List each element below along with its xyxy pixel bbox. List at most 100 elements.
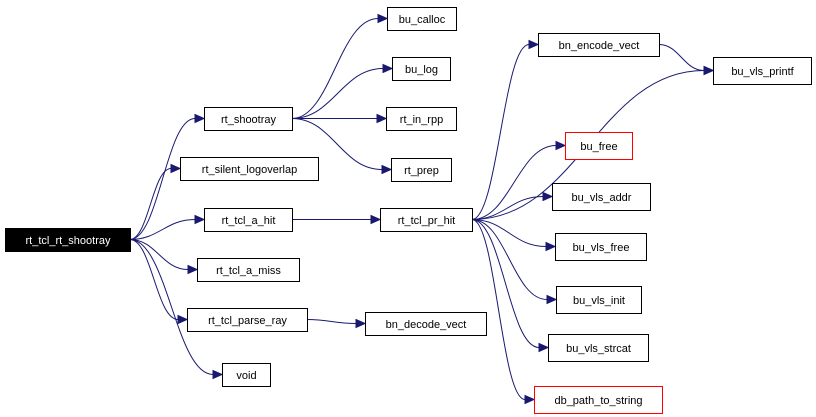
node-label: rt_in_rpp bbox=[400, 114, 443, 126]
node-box bbox=[552, 183, 651, 211]
node-box bbox=[204, 107, 293, 131]
edge-root-to-rt_silent_logoverlap bbox=[129, 163, 182, 240]
node-label: rt_prep bbox=[404, 165, 439, 177]
edge-root-to-rt_shootray bbox=[129, 113, 206, 240]
arrowhead-icon bbox=[555, 140, 567, 151]
node-box bbox=[380, 208, 473, 232]
edge-rt_shootray-to-bu_calloc bbox=[291, 13, 389, 119]
node-label: bn_decode_vect bbox=[386, 319, 467, 331]
edge-rt_tcl_pr_hit-to-bu_free bbox=[471, 140, 567, 220]
node-box bbox=[548, 334, 649, 362]
node-label: bu_free bbox=[580, 141, 617, 153]
edge-bn_encode_vect-to-bu_vls_printf bbox=[658, 44, 715, 76]
edge-rt_shootray-to-rt_prep bbox=[291, 118, 393, 175]
node-rt-tcl-pr-hit[interactable]: rt_tcl_pr_hit bbox=[380, 208, 473, 232]
node-box bbox=[5, 228, 131, 252]
node-db-path-to-string[interactable]: db_path_to_string bbox=[534, 386, 663, 414]
arrowhead-icon bbox=[355, 318, 367, 329]
node-label: bu_vls_init bbox=[573, 295, 625, 307]
node-label: bu_vls_printf bbox=[731, 66, 794, 78]
node-box bbox=[556, 286, 642, 314]
node-rt-silent-logoverlap[interactable]: rt_silent_logoverlap bbox=[180, 157, 319, 181]
node-label: rt_tcl_rt_shootray bbox=[26, 235, 111, 247]
arrowhead-icon bbox=[194, 214, 206, 225]
node-rt-in-rpp[interactable]: rt_in_rpp bbox=[386, 107, 457, 131]
node-box bbox=[565, 132, 633, 160]
node-label: rt_silent_logoverlap bbox=[202, 164, 297, 176]
node-rt-shootray[interactable]: rt_shootray bbox=[204, 107, 293, 131]
edge-rt_shootray-to-bu_log bbox=[291, 63, 394, 119]
node-box bbox=[534, 386, 663, 414]
node-bu-free[interactable]: bu_free bbox=[565, 132, 633, 160]
node-box bbox=[713, 57, 812, 85]
node-bu-vls-addr[interactable]: bu_vls_addr bbox=[552, 183, 651, 211]
node-box bbox=[180, 157, 319, 181]
node-void[interactable]: void bbox=[222, 363, 271, 387]
edge-rt_tcl_pr_hit-to-bn_encode_vect bbox=[471, 39, 540, 220]
edge-root-to-rt_tcl_parse_ray bbox=[129, 239, 189, 325]
edge-root-to-rt_tcl_a_hit bbox=[129, 214, 206, 240]
node-box bbox=[538, 33, 660, 57]
arrowhead-icon bbox=[170, 163, 182, 174]
node-bu-calloc[interactable]: bu_calloc bbox=[387, 7, 457, 31]
edge-rt_tcl_pr_hit-to-bu_vls_strcat bbox=[471, 219, 550, 353]
edge-rt_tcl_a_hit-to-rt_tcl_pr_hit bbox=[292, 214, 382, 225]
node-bu-vls-printf[interactable]: bu_vls_printf bbox=[713, 57, 812, 85]
node-bu-vls-free[interactable]: bu_vls_free bbox=[555, 233, 647, 261]
edge-rt_shootray-to-rt_in_rpp bbox=[292, 113, 388, 124]
node-box bbox=[392, 57, 451, 81]
node-bu-log[interactable]: bu_log bbox=[392, 57, 451, 81]
node-box bbox=[204, 208, 293, 232]
arrowhead-icon bbox=[545, 241, 557, 252]
node-label: bu_vls_strcat bbox=[566, 343, 631, 355]
node-box bbox=[387, 7, 457, 31]
arrowhead-icon bbox=[377, 13, 389, 24]
node-bu-vls-strcat[interactable]: bu_vls_strcat bbox=[548, 334, 649, 362]
edge-root-to-void bbox=[129, 239, 224, 380]
node-box bbox=[222, 363, 271, 387]
edge-rt_tcl_parse_ray-to-bn_decode_vect bbox=[306, 318, 367, 329]
edge-rt_tcl_pr_hit-to-bu_vls_init bbox=[471, 219, 558, 305]
edge-rt_tcl_pr_hit-to-bu_vls_free bbox=[471, 219, 557, 252]
node-label: rt_tcl_a_miss bbox=[216, 265, 281, 277]
edge-rt_tcl_pr_hit-to-db_path_to_string bbox=[471, 219, 536, 405]
arrowhead-icon bbox=[382, 63, 394, 74]
arrowhead-icon bbox=[194, 113, 206, 124]
arrowhead-icon bbox=[212, 369, 224, 380]
edge-root-to-rt_tcl_a_miss bbox=[129, 239, 199, 275]
node-rt-tcl-a-miss[interactable]: rt_tcl_a_miss bbox=[197, 258, 300, 282]
arrowhead-icon bbox=[376, 113, 388, 124]
node-label: rt_tcl_parse_ray bbox=[208, 315, 287, 327]
arrowhead-icon bbox=[542, 191, 554, 202]
node-bn-encode-vect[interactable]: bn_encode_vect bbox=[538, 33, 660, 57]
arrowhead-icon bbox=[703, 65, 715, 76]
node-label: bu_log bbox=[405, 64, 438, 76]
node-label: void bbox=[236, 370, 256, 382]
node-bn-decode-vect[interactable]: bn_decode_vect bbox=[365, 312, 487, 336]
node-label: rt_tcl_pr_hit bbox=[398, 215, 455, 227]
arrowhead-icon bbox=[538, 342, 550, 353]
edges-layer bbox=[129, 13, 715, 405]
arrowhead-icon bbox=[177, 314, 189, 325]
node-rt-prep[interactable]: rt_prep bbox=[391, 158, 452, 182]
node-label: rt_tcl_a_hit bbox=[222, 215, 276, 227]
node-box bbox=[386, 107, 457, 131]
node-bu-vls-init[interactable]: bu_vls_init bbox=[556, 286, 642, 314]
arrowhead-icon bbox=[546, 294, 558, 305]
arrowhead-icon bbox=[370, 214, 382, 225]
node-rt-tcl-a-hit[interactable]: rt_tcl_a_hit bbox=[204, 208, 293, 232]
node-box bbox=[365, 312, 487, 336]
node-rt-tcl-parse-ray[interactable]: rt_tcl_parse_ray bbox=[187, 308, 308, 332]
node-box bbox=[187, 308, 308, 332]
node-box bbox=[555, 233, 647, 261]
node-box bbox=[391, 158, 452, 182]
nodes-layer: rt_tcl_rt_shootray rt_shootray rt_silent_l… bbox=[5, 7, 812, 414]
arrowhead-icon bbox=[528, 39, 540, 50]
arrowhead-icon bbox=[381, 164, 393, 175]
node-label: bu_vls_free bbox=[573, 242, 630, 254]
node-root[interactable]: rt_tcl_rt_shootray bbox=[5, 228, 131, 252]
arrowhead-icon bbox=[187, 264, 199, 275]
node-label: bu_vls_addr bbox=[572, 192, 632, 204]
node-label: bn_encode_vect bbox=[559, 40, 640, 52]
